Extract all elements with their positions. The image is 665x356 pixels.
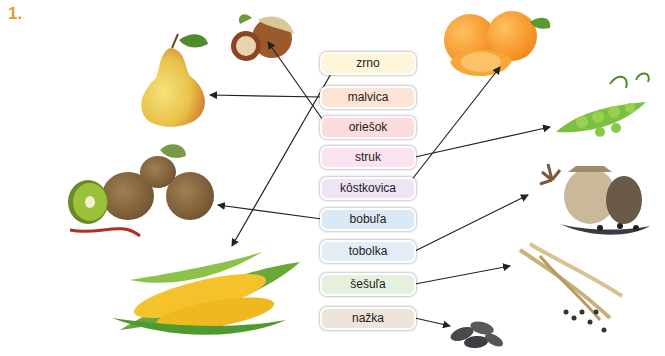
leader-arrow	[410, 67, 500, 182]
rapeseed-pods	[520, 244, 622, 333]
term-box: nažka	[320, 307, 416, 330]
pear	[141, 34, 208, 127]
term-box: šešuľa	[320, 273, 416, 296]
apricots	[444, 11, 550, 76]
kiwi	[68, 144, 214, 236]
term-box: oriešok	[320, 116, 416, 139]
term-text: tobolka	[349, 244, 388, 258]
term-box: zrno	[320, 52, 416, 75]
leader-arrow	[232, 72, 332, 246]
term-text: nažka	[352, 311, 384, 325]
term-box: kôstkovica	[320, 177, 416, 200]
leader-arrow	[218, 205, 322, 219]
achenes	[449, 319, 505, 349]
term-box: malvica	[320, 86, 416, 109]
term-box: tobolka	[320, 240, 416, 263]
leader-arrow	[415, 266, 510, 284]
term-text: kôstkovica	[340, 181, 396, 195]
term-text: struk	[355, 150, 381, 164]
term-text: oriešok	[349, 120, 388, 134]
leader-arrow	[415, 127, 550, 157]
term-text: zrno	[356, 56, 379, 70]
leader-arrow	[415, 195, 528, 251]
term-box: struk	[320, 146, 416, 169]
term-text: malvica	[348, 90, 389, 104]
corn	[112, 252, 300, 337]
poppy-capsules	[540, 164, 650, 235]
leader-arrow	[268, 42, 325, 123]
exercise-number: 1.	[8, 4, 22, 24]
term-box: bobuľa	[320, 208, 416, 231]
leader-arrow	[415, 318, 450, 326]
term-text: bobuľa	[350, 212, 387, 226]
term-text: šešuľa	[350, 277, 386, 291]
pea-pod	[556, 73, 649, 137]
hazelnut	[231, 14, 294, 61]
